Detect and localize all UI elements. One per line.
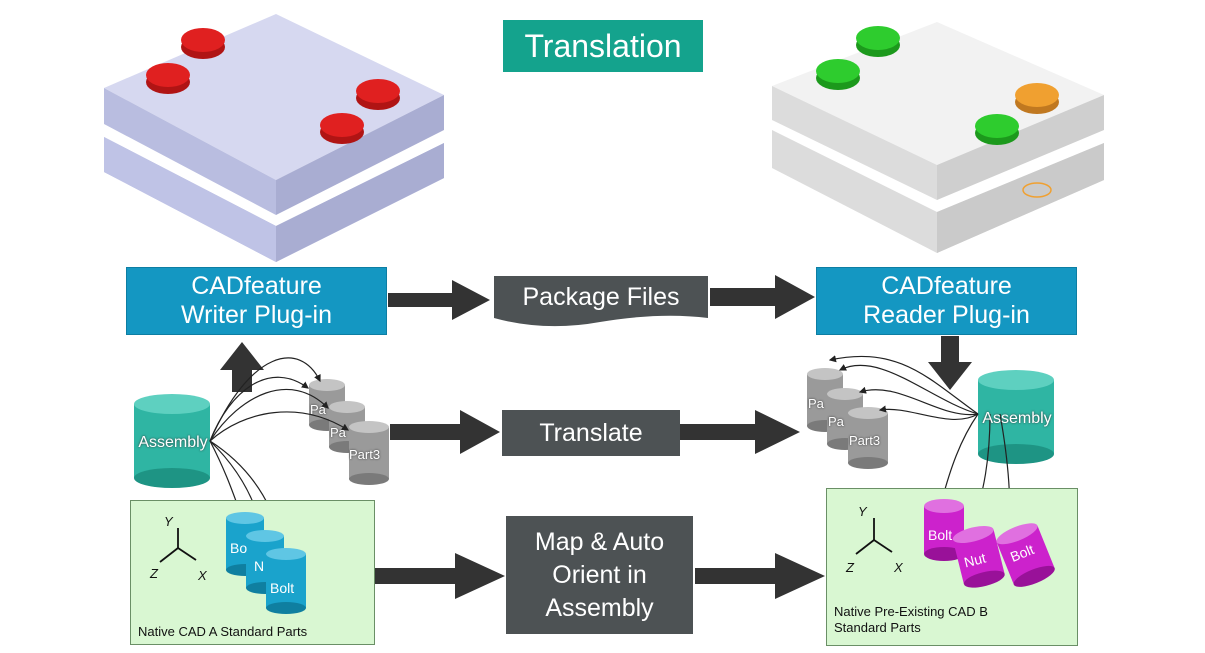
- arrow-writer-to-package: [388, 280, 490, 320]
- left-std-label-a: Bo: [230, 540, 248, 556]
- writer-plugin-line1: CADfeature: [191, 272, 322, 300]
- left-assembly-cylinder: [134, 394, 210, 488]
- green-button-1: [856, 26, 900, 57]
- red-button-3: [356, 79, 400, 110]
- left-standard-parts-label: Native CAD A Standard Parts: [138, 624, 308, 639]
- left-axis-z: Z: [150, 566, 158, 581]
- red-button-2: [146, 63, 190, 94]
- left-std-label-b: N: [254, 558, 265, 574]
- right-standard-parts-art: [855, 499, 1055, 588]
- right-std-cylinder-nut: [952, 525, 1005, 588]
- arrow-package-to-reader: [710, 275, 815, 319]
- left-std-cylinder-3: [266, 548, 306, 614]
- arrow-up-to-writer: [220, 342, 264, 392]
- package-files-shape: [494, 276, 708, 327]
- right-axis-x: X: [894, 560, 903, 575]
- arrow-parts-to-translate: [390, 410, 500, 454]
- writer-plugin-box: CADfeature Writer Plug-in: [126, 267, 387, 335]
- reader-plugin-line2: Reader Plug-in: [863, 301, 1030, 329]
- left-axis-x: X: [198, 568, 207, 583]
- map-orient-line2: Orient in: [552, 560, 647, 589]
- right-part-1-label: Pa: [808, 396, 824, 411]
- map-orient-line3: Assembly: [545, 593, 654, 622]
- right-part-cylinder-3: [848, 407, 888, 469]
- right-standard-parts-label-2: Standard Parts: [834, 620, 921, 635]
- translate-box: Translate: [502, 410, 680, 456]
- arrow-translate-to-parts: [680, 410, 800, 454]
- right-assembly-label: Assembly: [982, 410, 1052, 427]
- writer-plugin-line2: Writer Plug-in: [181, 301, 332, 329]
- right-assembly-cylinder: [978, 370, 1054, 464]
- right-cad-block: [772, 22, 1104, 253]
- left-axis-icon: [159, 528, 197, 563]
- left-cad-block: [104, 14, 444, 262]
- green-button-2: [816, 59, 860, 90]
- map-orient-box: Map & Auto Orient in Assembly: [506, 516, 693, 634]
- right-axis-icon: [855, 518, 893, 555]
- right-part-3-label: Part3: [849, 433, 881, 448]
- right-axis-z: Z: [846, 560, 854, 575]
- reader-plugin-box: CADfeature Reader Plug-in: [816, 267, 1077, 335]
- left-part-3-label: Part3: [349, 447, 381, 462]
- right-std-cylinder-bolt-2: [996, 523, 1055, 587]
- diagram-title: Translation: [503, 20, 703, 72]
- arrow-std-to-map: [373, 553, 505, 599]
- map-orient-line1: Map & Auto: [534, 527, 665, 556]
- arrow-down-from-reader: [928, 336, 972, 390]
- right-standard-parts-label-1: Native Pre-Existing CAD B: [834, 604, 988, 619]
- reader-plugin-line1: CADfeature: [881, 272, 1012, 300]
- left-part-1-label: Pa: [310, 402, 326, 417]
- green-button-3: [975, 114, 1019, 145]
- left-assembly-label: Assembly: [138, 434, 208, 451]
- right-std-label-a: Bolt: [928, 527, 953, 543]
- left-axis-y: Y: [164, 514, 173, 529]
- orange-button: [1015, 83, 1059, 114]
- arrow-map-to-std: [695, 553, 825, 599]
- left-part-2-label: Pa: [330, 425, 346, 440]
- right-part-2-label: Pa: [828, 414, 844, 429]
- right-axis-y: Y: [858, 504, 867, 519]
- red-button-1: [181, 28, 225, 59]
- left-part-cylinder-3: [349, 421, 389, 485]
- red-button-4: [320, 113, 364, 144]
- package-files-label: Package Files: [522, 282, 680, 311]
- left-std-label-c: Bolt: [270, 580, 295, 596]
- left-standard-parts-art: [159, 512, 306, 614]
